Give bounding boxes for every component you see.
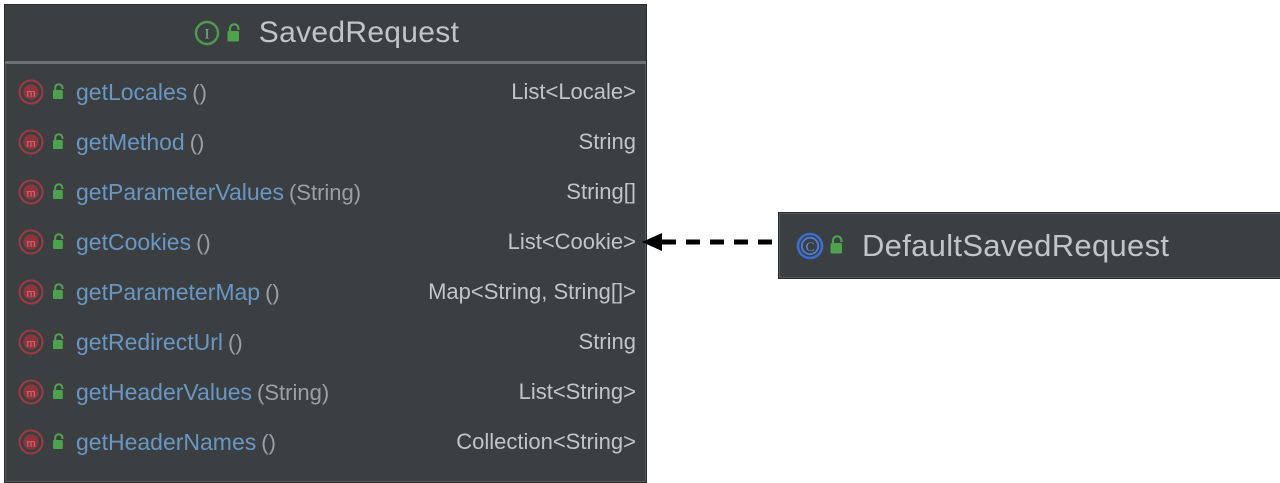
svg-text:m: m (26, 236, 36, 250)
svg-text:m: m (26, 336, 36, 350)
method-return-type: String (578, 129, 636, 154)
method-icon: m (17, 228, 45, 256)
method-signature: getParameterMap() (76, 279, 280, 306)
method-params: () (265, 279, 280, 305)
method-signature: getMethod() (76, 129, 204, 156)
method-params: () (261, 429, 276, 455)
svg-text:I: I (204, 27, 209, 43)
method-icon: m (17, 278, 45, 306)
method-name: getCookies (76, 228, 192, 255)
svg-text:m: m (26, 186, 36, 200)
method-icon: m (17, 78, 45, 106)
method-return-type: List<String> (518, 379, 636, 404)
public-lock-icon (50, 82, 68, 102)
method-name: getLocales (76, 78, 188, 105)
method-row[interactable]: m getCookies() List<Cookie> (5, 217, 646, 267)
method-name: getParameterValues (76, 178, 284, 205)
method-return-type: String[] (566, 179, 636, 204)
method-return-type: Collection<String> (456, 429, 636, 454)
method-icon: m (17, 378, 45, 406)
public-lock-icon (827, 234, 848, 257)
method-name: getHeaderValues (76, 378, 253, 405)
method-row[interactable]: m getHeaderNames() Collection<String> (5, 417, 646, 467)
method-name: getMethod (76, 128, 185, 155)
method-signature: getRedirectUrl() (76, 329, 243, 356)
realization-arrow (642, 233, 782, 251)
svg-text:m: m (26, 436, 36, 450)
uml-interface-box[interactable]: I SavedRequest m getLocales()List<Locale… (4, 4, 647, 483)
interface-icon: I (192, 18, 222, 48)
method-return-type: String (578, 329, 636, 354)
method-icon: m (17, 128, 45, 156)
class-icon: C (795, 231, 825, 261)
method-params: () (192, 79, 207, 105)
method-params: (String) (288, 179, 362, 205)
method-name: getParameterMap (76, 278, 261, 305)
method-signature: getHeaderValues(String) (76, 379, 329, 406)
public-lock-icon (50, 282, 68, 302)
method-signature: getLocales() (76, 79, 207, 106)
svg-text:C: C (806, 239, 815, 254)
interface-header[interactable]: I SavedRequest (5, 5, 646, 64)
svg-text:m: m (26, 386, 36, 400)
method-name: getHeaderNames (76, 428, 257, 455)
method-params: (String) (257, 379, 330, 405)
interface-name: SavedRequest (258, 16, 460, 49)
method-row[interactable]: m getHeaderValues(String) List<String> (5, 367, 646, 417)
method-icon: m (17, 428, 45, 456)
public-lock-icon (50, 432, 68, 452)
method-params: () (196, 229, 211, 255)
method-row[interactable]: m getMethod() String (5, 117, 646, 167)
method-return-type: List<Locale> (511, 79, 636, 104)
svg-text:m: m (26, 286, 36, 300)
public-lock-icon (50, 332, 68, 352)
method-signature: getParameterValues(String) (76, 179, 361, 206)
method-signature: getHeaderNames() (76, 429, 276, 456)
svg-text:m: m (26, 136, 36, 150)
method-row[interactable]: m getParameterValues(String) String[] (5, 167, 646, 217)
method-name: getRedirectUrl (76, 328, 223, 355)
method-params: () (228, 329, 243, 355)
public-lock-icon (50, 232, 68, 252)
uml-class-box[interactable]: C DefaultSavedRequest (778, 212, 1280, 279)
method-row[interactable]: m getParameterMap() Map<String, String[]> (5, 267, 646, 317)
public-lock-icon (224, 22, 245, 45)
method-icon: m (17, 328, 45, 356)
svg-text:m: m (26, 86, 36, 100)
method-signature: getCookies() (76, 229, 211, 256)
method-params: () (189, 129, 205, 155)
public-lock-icon (50, 132, 68, 152)
method-icon: m (17, 178, 45, 206)
method-return-type: Map<String, String[]> (428, 279, 636, 304)
method-row[interactable]: m getLocales() List<Locale> (5, 67, 646, 117)
public-lock-icon (50, 382, 68, 402)
method-return-type: List<Cookie> (507, 229, 636, 254)
class-name: DefaultSavedRequest (862, 227, 1170, 263)
interface-member-list: m getLocales()List<Locale> m getMethod()… (5, 64, 646, 467)
public-lock-icon (50, 182, 68, 202)
method-row[interactable]: m getRedirectUrl() String (5, 317, 646, 367)
